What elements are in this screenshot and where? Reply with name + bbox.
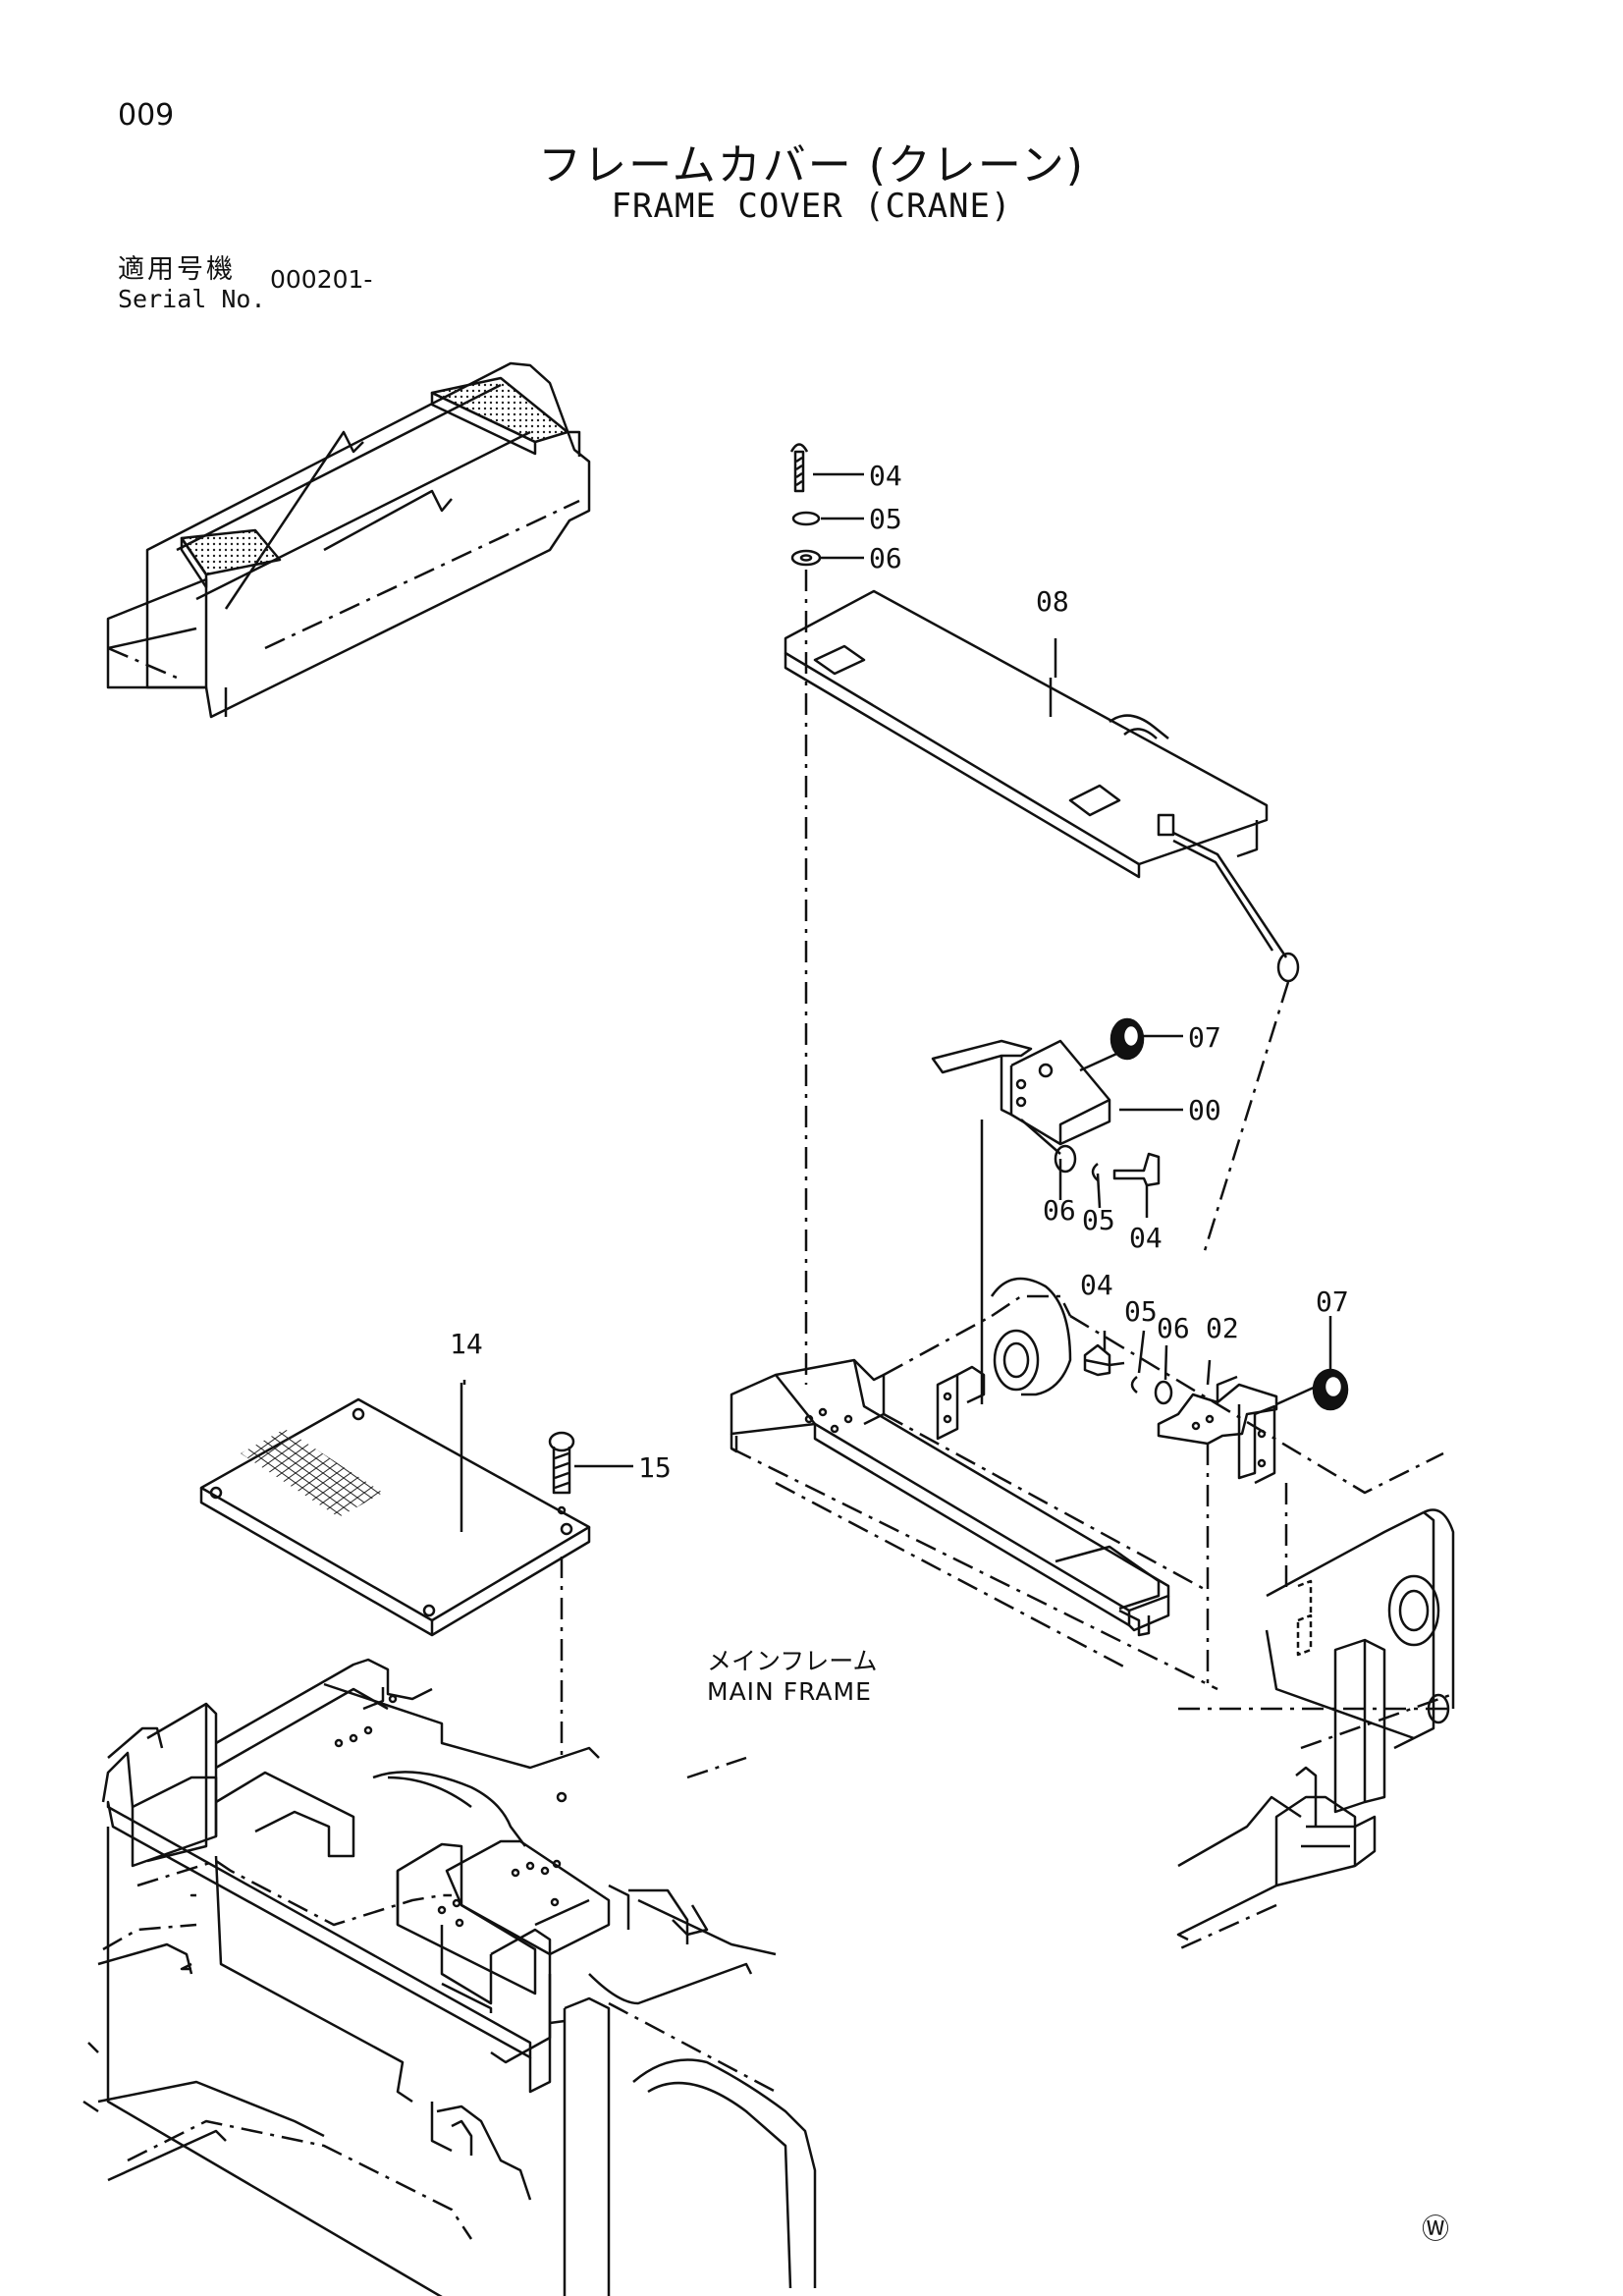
main-frame-label-jp: メインフレーム <box>707 1647 878 1675</box>
callout-05-lower: 05 <box>1124 1295 1158 1328</box>
top-fastener-stack <box>789 443 864 1385</box>
callout-14: 14 <box>450 1328 483 1360</box>
callout-08: 08 <box>1036 585 1069 618</box>
callout-02: 02 <box>1206 1312 1239 1344</box>
bracket-00 <box>931 1017 1183 1404</box>
main-frame-left <box>82 1658 817 2296</box>
cover-plate-14 <box>199 1383 633 1758</box>
callout-05-top: 05 <box>869 503 902 535</box>
main-frame-label-en: MAIN FRAME <box>707 1677 872 1706</box>
callout-04-top: 04 <box>869 460 902 492</box>
callout-06-mid: 06 <box>1043 1194 1076 1227</box>
page-title-en: FRAME COVER (CRANE) <box>611 187 1012 226</box>
callout-labels: 04 05 06 08 07 00 06 05 04 04 05 06 02 0… <box>450 460 1349 1484</box>
callout-06-top: 06 <box>869 542 902 574</box>
callout-06-lower: 06 <box>1157 1312 1190 1344</box>
serial-label-en: Serial No. <box>118 285 266 313</box>
page-title-jp: フレームカバー (クレーン) <box>538 140 1085 191</box>
serial-value: 000201- <box>270 265 373 294</box>
callout-05-mid: 05 <box>1082 1204 1115 1236</box>
overview-inset <box>106 361 591 719</box>
callout-07-lower: 07 <box>1316 1285 1349 1318</box>
callout-00: 00 <box>1188 1094 1221 1126</box>
publisher-mark: Ⓦ <box>1422 2213 1450 2245</box>
callout-04-mid: 04 <box>1129 1222 1163 1254</box>
callout-15: 15 <box>638 1451 672 1484</box>
main-frame-right <box>730 1277 1455 1951</box>
page-number: 009 <box>118 98 175 133</box>
serial-label-jp: 適用号機 <box>118 254 236 285</box>
callout-07-upper: 07 <box>1188 1021 1221 1054</box>
callout-04-lower: 04 <box>1080 1269 1113 1301</box>
cover-plate-08 <box>784 589 1300 1258</box>
